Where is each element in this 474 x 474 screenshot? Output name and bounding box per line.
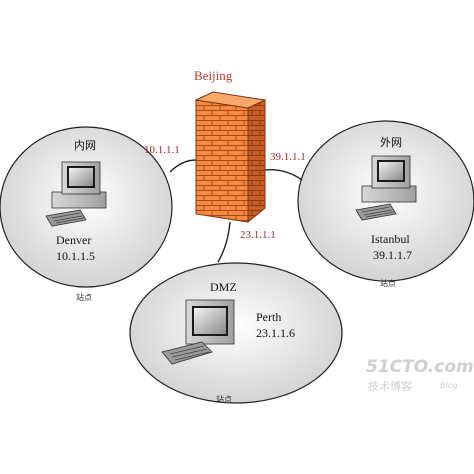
inside-host-name: Denver (56, 233, 91, 247)
inside-site-label: 站点 (76, 292, 92, 302)
link-outside (263, 169, 303, 181)
watermark-sub: 技术博客 (368, 379, 412, 393)
dmz-site-label: 站点 (216, 394, 232, 404)
computer-icon-inside (45, 161, 107, 227)
link-inside (169, 159, 197, 173)
computer-icon-dmz (161, 299, 235, 365)
interface-inside-ip: 10.1.1.1 (144, 144, 180, 156)
outside-site-label: 站点 (380, 278, 396, 288)
firewall-name: Beijing (194, 68, 233, 83)
computer-icon-outside (355, 155, 417, 221)
interface-dmz-ip: 23.1.1.1 (240, 229, 276, 241)
firewall-icon (194, 91, 267, 224)
inside-zone-label: 内网 (74, 138, 96, 152)
outside-host-name: Istanbul (371, 232, 410, 246)
link-dmz (217, 221, 231, 263)
interface-outside-ip: 39.1.1.1 (270, 151, 306, 163)
dmz-zone-label: DMZ (210, 280, 237, 294)
outside-host-ip: 39.1.1.7 (373, 248, 412, 262)
outside-zone-label: 外网 (380, 136, 402, 149)
dmz-zone (129, 262, 343, 404)
watermark: 51CTO.com 技术博客 Blog (366, 357, 474, 393)
inside-host-ip: 10.1.1.5 (56, 249, 95, 263)
watermark-brand: 51CTO.com (366, 357, 474, 377)
dmz-host-name: Perth (256, 310, 281, 324)
watermark-blog: Blog (440, 381, 458, 390)
dmz-host-ip: 23.1.1.6 (256, 326, 295, 340)
